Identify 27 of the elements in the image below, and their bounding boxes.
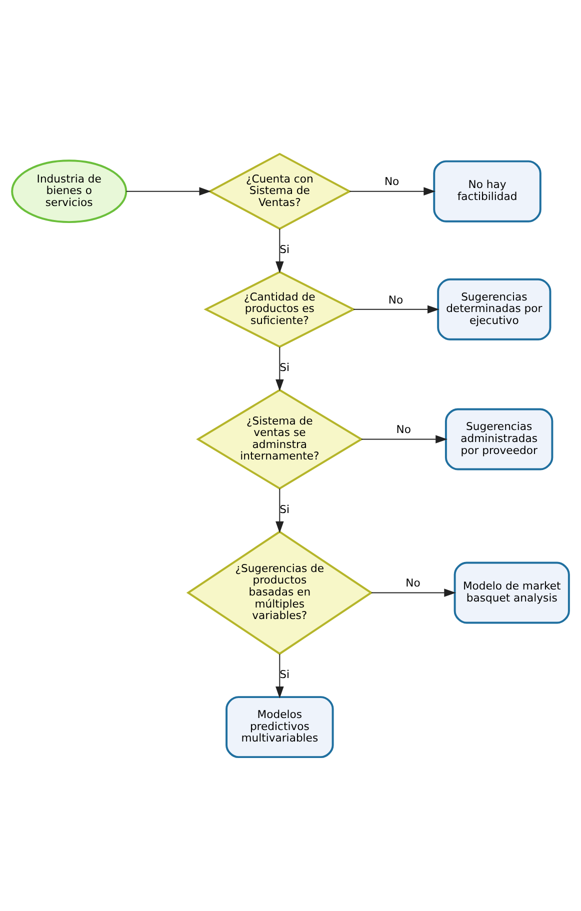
edge-label: No [388, 293, 404, 306]
node-box: Modelos predictivos multivariables [226, 696, 334, 758]
node-ellipse: Industria de bienes o servicios [11, 160, 128, 224]
arrow [360, 435, 448, 444]
node-box: Sugerencias determinadas por ejecutivo [437, 278, 552, 340]
edge-label: No [396, 423, 411, 436]
edge-label: Si [280, 361, 290, 374]
arrow [276, 488, 284, 534]
arrow [126, 187, 212, 196]
arrow [276, 228, 284, 274]
node-diamond: ¿Cuenta con Sistema de Ventas? [208, 152, 352, 230]
node-box: Modelo de market basquet analysis [454, 562, 570, 624]
edge-label: No [406, 576, 420, 590]
arrow [370, 588, 456, 597]
arrow [276, 346, 284, 392]
node-box: Sugerencias administradas por proveedor [444, 408, 554, 470]
edge-label: Si [280, 668, 290, 682]
arrow [276, 654, 284, 698]
node-box: No hay factibilidad [433, 160, 542, 222]
edge-label: Si [280, 243, 290, 256]
node-diamond: ¿Sistema de ventas se adminstra internamente? [196, 388, 364, 490]
node-diamond: ¿Sugerencias de productos basadas en múltiples variables? [186, 530, 373, 655]
edge-label: Si [280, 502, 290, 516]
arrow [349, 187, 436, 196]
edge-label: No [384, 175, 400, 188]
node-diamond: ¿Cantidad de productos es suficiente? [204, 270, 356, 348]
arrow [353, 305, 440, 314]
